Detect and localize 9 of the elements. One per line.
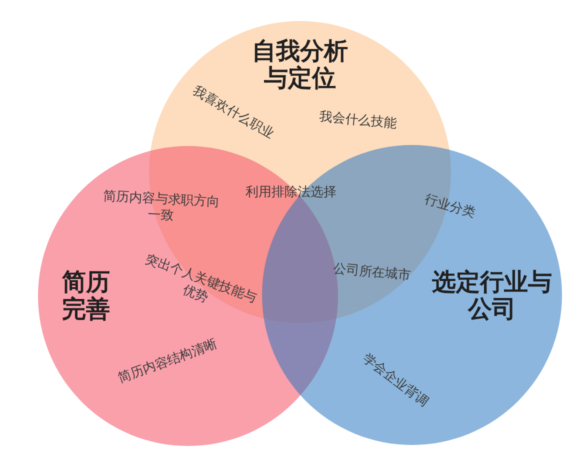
- venn-label: 简历内容与求职方向一致: [102, 188, 222, 226]
- circle-heading: 简历完善: [61, 269, 111, 323]
- venn-label: 公司所在城市: [332, 262, 412, 284]
- venn-label: 学会企业背调: [359, 351, 431, 411]
- venn-label: 简历内容结构清晰: [116, 336, 220, 388]
- venn-label: 行业分类: [422, 192, 478, 222]
- venn-label: 突出个人关键技能与优势: [142, 251, 260, 308]
- venn-label: 我会什么技能: [318, 110, 398, 132]
- circle-heading: 选定行业与公司: [431, 269, 553, 323]
